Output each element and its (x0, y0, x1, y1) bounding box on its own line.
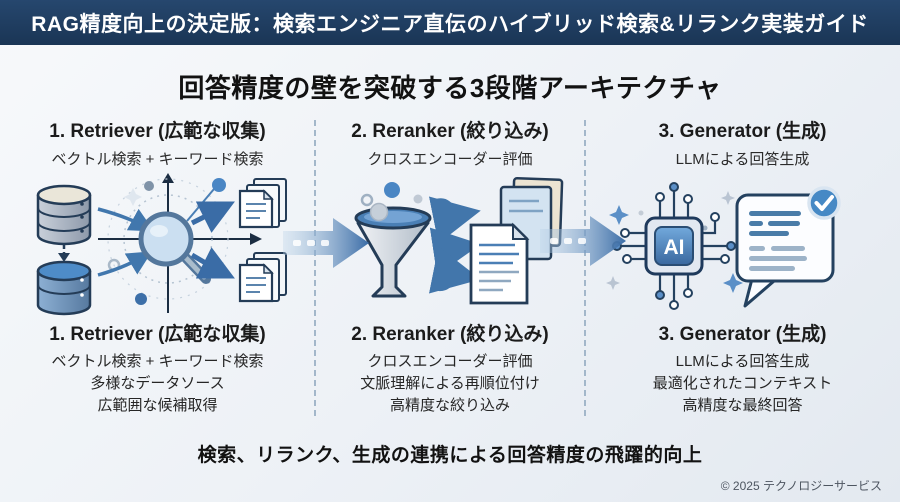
summary-text: 検索、リランク、生成の連携による回答精度の飛躍的向上 (197, 445, 703, 466)
generator-detail-line: 高精度な最終回答 (682, 397, 803, 414)
header-banner: RAG精度向上の決定版：検索エンジニア直伝のハイブリッド検索&リランク実装ガイド (0, 0, 900, 45)
copyright-text: © 2025 テクノロジーサービス (720, 479, 882, 493)
reranker-detail: 2. Reranker (絞り込み) クロスエンコーダー評価 文脈理解による再順… (315, 319, 585, 417)
database-blue-icon (36, 260, 92, 316)
ai-chip-icon: AI (644, 216, 704, 276)
retriever-illustration (0, 173, 315, 321)
flow-arrow-reranker-to-generator (540, 212, 630, 270)
retriever-detail: 1. Retriever (広範な収集) ベクトル検索 + キーワード検索 多様… (0, 319, 315, 417)
bubble-icon (413, 194, 423, 204)
database-gray-icon (36, 184, 92, 246)
retriever-head: 1. Retriever (広範な収集) ベクトル検索 + キーワード検索 (0, 116, 315, 169)
generator-detail: 3. Generator (生成) LLMによる回答生成 最適化されたコンテキス… (585, 319, 900, 417)
reranker-detail-line: 文脈理解による再順位付け (360, 375, 540, 392)
flow-arrow-retriever-to-reranker (283, 214, 373, 272)
sparkle-icon (721, 191, 735, 205)
page-title: 回答精度の壁を突破する3段階アーキテクチャ (178, 73, 722, 103)
bubble-icon (384, 182, 400, 198)
reranker-detail-line: クロスエンコーダー評価 (367, 353, 533, 370)
retriever-detail-line: ベクトル検索 + キーワード検索 (51, 353, 264, 370)
circuit-traces-icon (621, 191, 727, 301)
chat-bubble-icon (735, 193, 835, 308)
bubble-icon (360, 193, 374, 207)
retriever-detail-line: 広範囲な候補取得 (97, 397, 218, 414)
stage-retriever: 1. Retriever (広範な収集) ベクトル検索 + キーワード検索 (0, 0, 315, 502)
sparkle-icon (124, 188, 142, 206)
stage-generator: 3. Generator (生成) LLMによる回答生成 (585, 0, 900, 502)
generator-detail-title: 3. Generator (生成) (658, 324, 827, 345)
reranker-subtitle: クロスエンコーダー評価 (367, 151, 533, 168)
ai-chip-chat-icon: AI (606, 182, 841, 310)
reranker-illustration (315, 173, 585, 321)
document-stack-top-icon (238, 178, 287, 229)
generator-head: 3. Generator (生成) LLMによる回答生成 (585, 116, 900, 169)
generator-detail-line: LLMによる回答生成 (675, 353, 810, 370)
generator-detail-line: 最適化されたコンテキスト (652, 375, 833, 392)
retriever-detail-line: 多様なデータソース (90, 375, 225, 392)
sparkle-icon (723, 273, 743, 293)
reranker-head: 2. Reranker (絞り込み) クロスエンコーダー評価 (315, 116, 585, 169)
funnel-documents-icon (354, 177, 564, 305)
retriever-detail-title: 1. Retriever (広範な収集) (49, 324, 266, 345)
sparkle-icon (609, 205, 629, 225)
column-separator-1 (314, 120, 316, 416)
ai-chip-label: AI (664, 236, 685, 259)
circuit-terminals-icon (612, 182, 736, 310)
generator-subtitle: LLMによる回答生成 (675, 151, 810, 168)
sparkle-icon (606, 276, 620, 290)
retriever-title: 1. Retriever (広範な収集) (49, 121, 266, 142)
document-stack-bottom-icon (238, 252, 287, 303)
magnifier-icon (138, 211, 211, 284)
ranked-documents-icon (469, 177, 564, 305)
funnel-icon (354, 202, 432, 298)
reranker-title: 2. Reranker (絞り込み) (351, 121, 549, 142)
column-separator-2 (584, 120, 586, 416)
stage-reranker: 2. Reranker (絞り込み) クロスエンコーダー評価 (315, 0, 585, 502)
generator-illustration: AI (585, 173, 900, 321)
reranker-detail-line: 高精度な絞り込み (389, 397, 510, 414)
checkmark-badge-icon (807, 186, 841, 220)
header-title: RAG精度向上の決定版：検索エンジニア直伝のハイブリッド検索&リランク実装ガイド (31, 12, 869, 36)
generator-title: 3. Generator (生成) (658, 121, 827, 142)
databases-search-documents-icon (36, 173, 287, 316)
retriever-subtitle: ベクトル検索 + キーワード検索 (51, 151, 264, 168)
reranker-detail-title: 2. Reranker (絞り込み) (351, 324, 549, 345)
